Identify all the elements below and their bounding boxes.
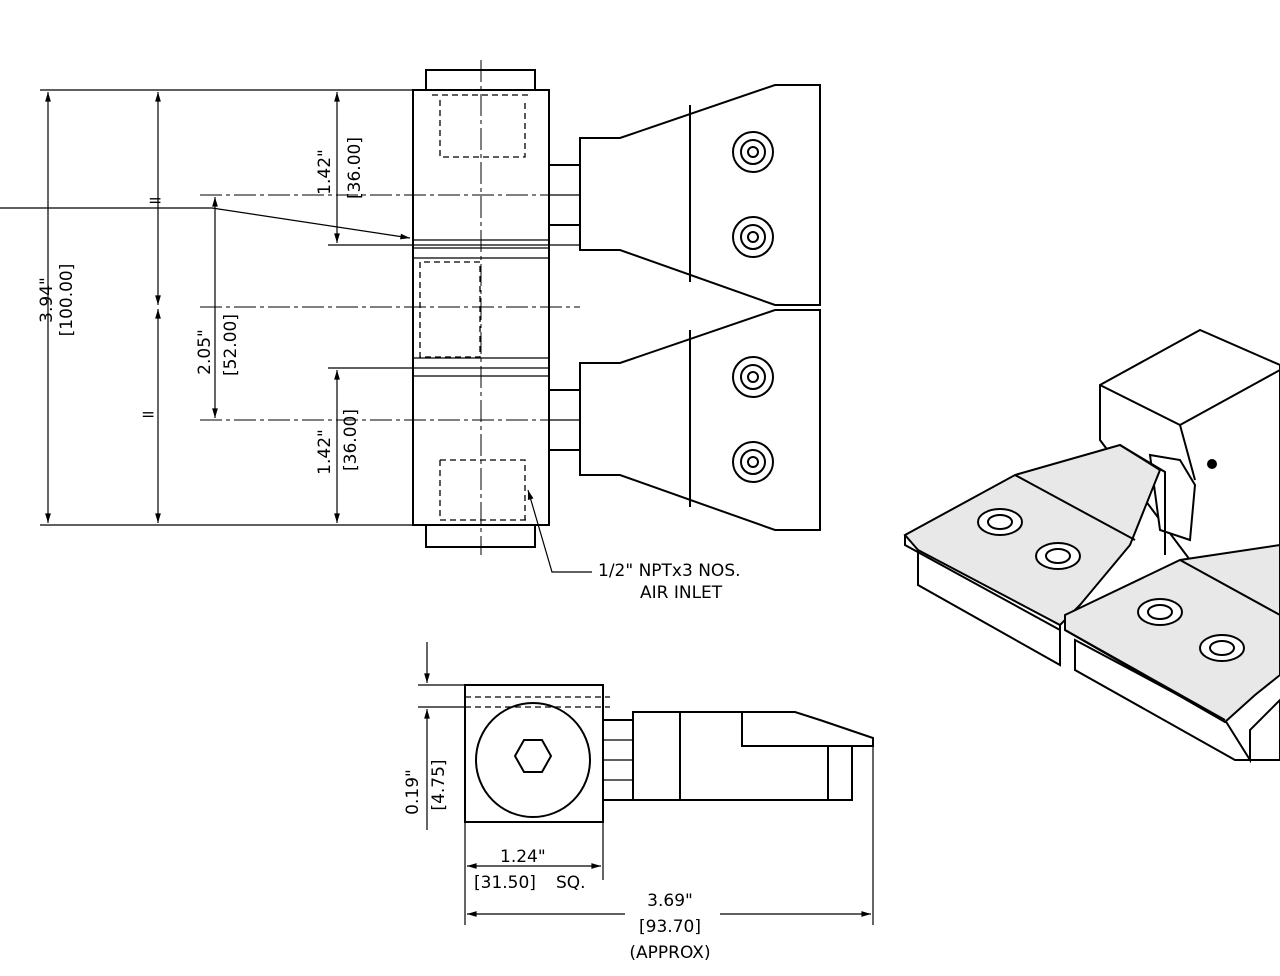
isometric-view [903,328,1280,764]
equal-mark-top: = [148,191,162,211]
offset-inch: 0.19" [403,769,423,815]
screw-icon [732,131,774,173]
air-inlet-callout-line2: AIR INLET [640,583,723,603]
upper-nozzle [548,84,821,306]
lower-nozzle [548,309,821,531]
iso-screw-icon [1137,598,1183,626]
square-inch: 1.24" [500,847,546,867]
middle-spacing-inch: 2.05" [195,329,215,375]
length-mm: [93.70] [639,917,701,937]
leader-line [0,207,411,240]
end-cap-circle [475,702,591,818]
hex-socket-icon [513,739,553,773]
equal-mark-bottom: = [141,405,155,425]
bottom-spacing-inch: 1.42" [315,429,335,475]
screw-icon [732,356,774,398]
square-suffix: SQ. [556,873,586,893]
air-inlet-leader [527,489,592,573]
side-view: 0.19" [4.75] 1.24" [31.50] SQ. 3.69" [93… [403,642,874,963]
middle-port-hidden [419,261,481,358]
length-inch: 3.69" [647,891,693,911]
screw-icon [732,216,774,258]
square-mm: [31.50] [474,873,536,893]
nozzle-side [632,711,874,801]
bottom-port-hidden [439,459,530,521]
top-spacing-mm: [36.00] [345,137,365,199]
top-spacing-inch: 1.42" [315,149,335,195]
length-note: (APPROX) [629,943,710,963]
air-inlet-callout-line1: 1/2" NPTx3 NOS. [598,561,741,581]
iso-screw-icon [1035,542,1081,570]
overall-height-mm: [100.00] [57,264,77,337]
manifold-side [464,684,604,823]
iso-screw-icon [1199,634,1245,662]
iso-screw-icon [977,508,1023,536]
middle-spacing-mm: [52.00] [221,314,241,376]
overall-height-inch: 3.94" [37,277,57,323]
screw-icon [732,441,774,483]
front-view: 3.94" [100.00] = = 1.42" [36.00] 2.05" [… [0,60,821,603]
bottom-spacing-mm: [36.00] [341,409,361,471]
top-port-hidden [432,94,530,158]
offset-mm: [4.75] [429,759,449,810]
